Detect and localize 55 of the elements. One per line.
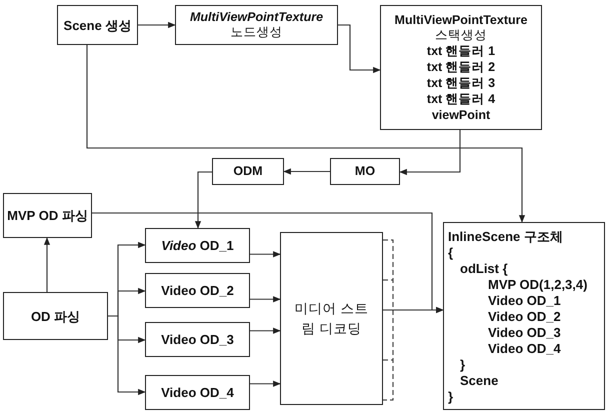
process-box bbox=[280, 232, 383, 405]
box-label: Video OD_3 bbox=[161, 332, 234, 347]
arrow bbox=[250, 296, 281, 302]
arrow bbox=[338, 24, 381, 74]
box-label: } bbox=[460, 357, 466, 373]
box-label: OD 파싱 bbox=[30, 308, 80, 324]
box-label: txt 핸들러 4 bbox=[426, 90, 496, 106]
process-box bbox=[380, 5, 542, 130]
box-label: InlineScene 구조체 bbox=[448, 229, 563, 245]
arrow bbox=[44, 237, 50, 292]
box-label: } bbox=[448, 389, 454, 405]
box-label: Video OD_4 bbox=[161, 385, 234, 400]
box-label: txt 핸들러 2 bbox=[426, 58, 496, 74]
box-label: 미디어 스트림 디코딩 bbox=[294, 300, 370, 338]
box-label: Scene bbox=[460, 373, 498, 389]
box-label: 스택생성 bbox=[435, 28, 487, 42]
box-label: txt 핸들러 3 bbox=[426, 74, 496, 90]
arrow bbox=[250, 328, 281, 334]
box-label: Scene 생성 bbox=[64, 18, 132, 32]
box-label: Video OD_1 bbox=[161, 238, 234, 253]
process-box bbox=[145, 375, 250, 410]
box-label: odList { bbox=[460, 261, 508, 277]
process-box bbox=[443, 222, 605, 410]
process-box bbox=[3, 193, 92, 238]
box-label: MVP OD 파싱 bbox=[7, 208, 88, 223]
box-label: ODM bbox=[233, 164, 263, 179]
box-label: Video OD_2 bbox=[488, 309, 561, 325]
box-label: Video OD_1 bbox=[488, 293, 561, 309]
process-box bbox=[3, 292, 108, 340]
box-label: { bbox=[448, 245, 454, 261]
box-label: txt 핸들러 1 bbox=[426, 42, 496, 58]
box-label: viewPoint bbox=[432, 106, 490, 122]
process-box bbox=[145, 322, 250, 357]
arrow bbox=[250, 380, 281, 387]
process-box bbox=[145, 228, 250, 263]
box-label: Video OD_3 bbox=[488, 325, 561, 341]
arrow bbox=[138, 22, 176, 28]
arrow bbox=[283, 168, 330, 175]
box-label: 노드생성 bbox=[230, 25, 282, 40]
box-label: Video OD_2 bbox=[161, 283, 234, 298]
process-box bbox=[175, 5, 338, 45]
arrow bbox=[383, 306, 444, 314]
box-label: MultiViewPointTexture bbox=[394, 12, 528, 28]
box-label: MultiViewPointTexture bbox=[190, 10, 324, 25]
arrow bbox=[399, 130, 461, 176]
box-label: MVP OD(1,2,3,4) bbox=[488, 277, 588, 293]
process-box bbox=[212, 158, 284, 185]
process-box bbox=[57, 5, 138, 45]
arrow bbox=[86, 45, 526, 223]
process-box bbox=[145, 273, 250, 308]
process-box bbox=[330, 158, 400, 185]
box-label: Video OD_4 bbox=[488, 341, 561, 357]
arrow bbox=[250, 251, 281, 258]
box-label: MO bbox=[354, 164, 376, 179]
arrow bbox=[194, 171, 212, 229]
